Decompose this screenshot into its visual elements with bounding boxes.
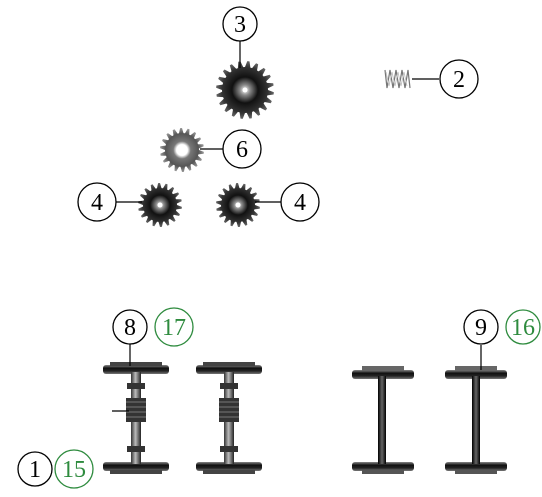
gear-hub	[179, 147, 185, 153]
callout-2: 2	[439, 59, 479, 99]
gear-icon	[160, 128, 204, 172]
svg-text:16: 16	[511, 315, 535, 341]
svg-text:9: 9	[475, 315, 487, 341]
gear-hub	[235, 202, 241, 208]
svg-text:4: 4	[294, 190, 306, 216]
svg-text:3: 3	[234, 12, 246, 38]
callout-4-right: 4	[280, 182, 320, 222]
gear-icon	[138, 183, 182, 227]
svg-text:15: 15	[62, 457, 86, 483]
svg-text:17: 17	[162, 315, 186, 341]
wheelset-geared-right	[196, 362, 262, 474]
wheelset-plain-left	[352, 366, 414, 474]
svg-text:1: 1	[29, 457, 41, 483]
gear-hub	[242, 87, 248, 93]
wheelset-geared-left	[103, 362, 169, 474]
leader-lines	[112, 41, 482, 412]
spring-icon	[384, 69, 411, 89]
gear-icon	[216, 61, 274, 119]
svg-text:6: 6	[236, 137, 248, 163]
callout-1: 1 15	[17, 449, 94, 489]
callout-3: 3	[222, 6, 258, 42]
callout-8: 8 17	[112, 307, 194, 347]
svg-text:2: 2	[453, 67, 465, 93]
callout-6: 6	[222, 129, 262, 169]
gear-icon	[216, 183, 260, 227]
gear-hub	[157, 202, 163, 208]
callout-4-left: 4	[77, 182, 117, 222]
callout-9: 9 16	[463, 309, 541, 345]
wheelset-plain-right	[445, 366, 507, 474]
svg-text:8: 8	[124, 315, 136, 341]
svg-text:4: 4	[91, 190, 103, 216]
